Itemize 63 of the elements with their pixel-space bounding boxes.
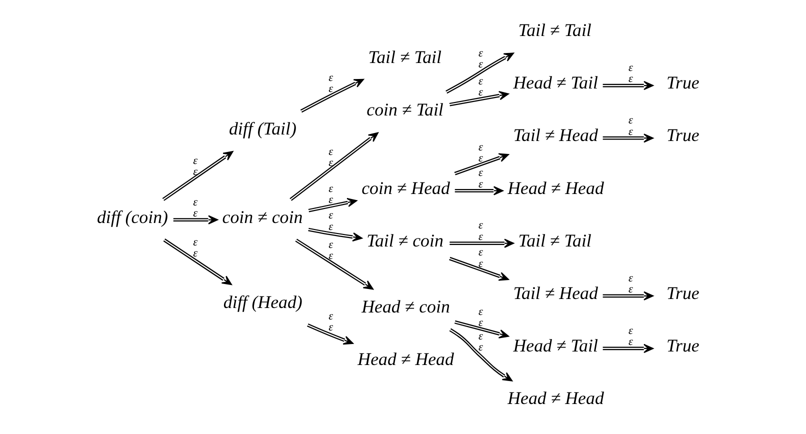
edge-label: ε ε bbox=[478, 47, 483, 71]
edge-label: ε ε bbox=[478, 246, 483, 270]
node-text: Tail ≠ coin bbox=[366, 230, 444, 250]
edge-label: ε ε bbox=[478, 167, 483, 190]
edge-label: ε ε bbox=[478, 330, 483, 354]
node-text: coin ≠ coin bbox=[222, 206, 303, 227]
edge-label: ε ε bbox=[193, 196, 198, 220]
arrow bbox=[450, 238, 514, 248]
edge-label: ε ε bbox=[628, 272, 633, 296]
edge-label: ε ε bbox=[628, 324, 633, 348]
node-text: Tail ≠ Tail bbox=[368, 46, 442, 67]
node-text: True bbox=[666, 283, 700, 304]
arrow bbox=[602, 80, 654, 90]
arrow bbox=[454, 186, 504, 196]
arrow bbox=[173, 215, 218, 224]
edge-label: ε ε bbox=[478, 141, 483, 165]
arrow bbox=[449, 91, 509, 106]
arrow bbox=[300, 78, 364, 113]
arrow bbox=[454, 320, 509, 338]
arrow bbox=[602, 291, 654, 300]
node-text: diff (Tail) bbox=[228, 118, 296, 139]
node-text: Head ≠ Tail bbox=[513, 72, 598, 93]
arrow bbox=[306, 323, 354, 345]
node-text: Head ≠ Head bbox=[508, 388, 604, 408]
arrow bbox=[449, 328, 513, 382]
node-text: Head ≠ coin bbox=[362, 296, 450, 316]
edge-label: ε ε bbox=[478, 220, 483, 243]
arrow bbox=[295, 238, 374, 290]
node-text: diff (Head) bbox=[223, 292, 302, 312]
edge-label: ε ε bbox=[328, 182, 334, 206]
node-text: diff (coin) bbox=[96, 206, 168, 227]
arrow bbox=[308, 198, 358, 212]
edge-label: ε ε bbox=[628, 114, 633, 138]
node-text: coin ≠ Tail bbox=[366, 100, 444, 120]
node-text: True bbox=[666, 336, 700, 356]
node-text: Tail ≠ Head bbox=[513, 125, 598, 146]
arrow bbox=[602, 344, 654, 354]
edge-label: ε ε bbox=[193, 154, 198, 178]
arrow bbox=[308, 228, 362, 242]
node-text: Tail ≠ Tail bbox=[518, 20, 592, 40]
node-text: True bbox=[666, 72, 700, 93]
arrow bbox=[602, 134, 654, 143]
edge-label: ε ε bbox=[328, 146, 334, 170]
edge-label: ε ε bbox=[328, 210, 334, 233]
edge-label: ε ε bbox=[628, 62, 633, 86]
arrow bbox=[454, 153, 509, 176]
node-text: Head ≠ Head bbox=[508, 178, 604, 198]
edge-label: ε ε bbox=[328, 310, 334, 334]
node-text: Head ≠ Head bbox=[358, 349, 454, 370]
arrow bbox=[446, 52, 514, 94]
node-text: Tail ≠ Head bbox=[513, 283, 598, 304]
node-text: Head ≠ Tail bbox=[513, 336, 598, 356]
edge-label: ε ε bbox=[478, 75, 483, 99]
edge-label: ε ε bbox=[328, 72, 334, 96]
node-text: Tail ≠ Tail bbox=[518, 230, 592, 250]
arrow bbox=[163, 238, 232, 286]
node-text: True bbox=[666, 125, 700, 146]
arrow bbox=[290, 132, 378, 201]
edge-label: ε ε bbox=[193, 236, 198, 260]
node-text: coin ≠ Head bbox=[362, 178, 450, 198]
arrow bbox=[162, 151, 234, 201]
edge-label: ε ε bbox=[328, 238, 334, 262]
arrow bbox=[449, 256, 509, 281]
